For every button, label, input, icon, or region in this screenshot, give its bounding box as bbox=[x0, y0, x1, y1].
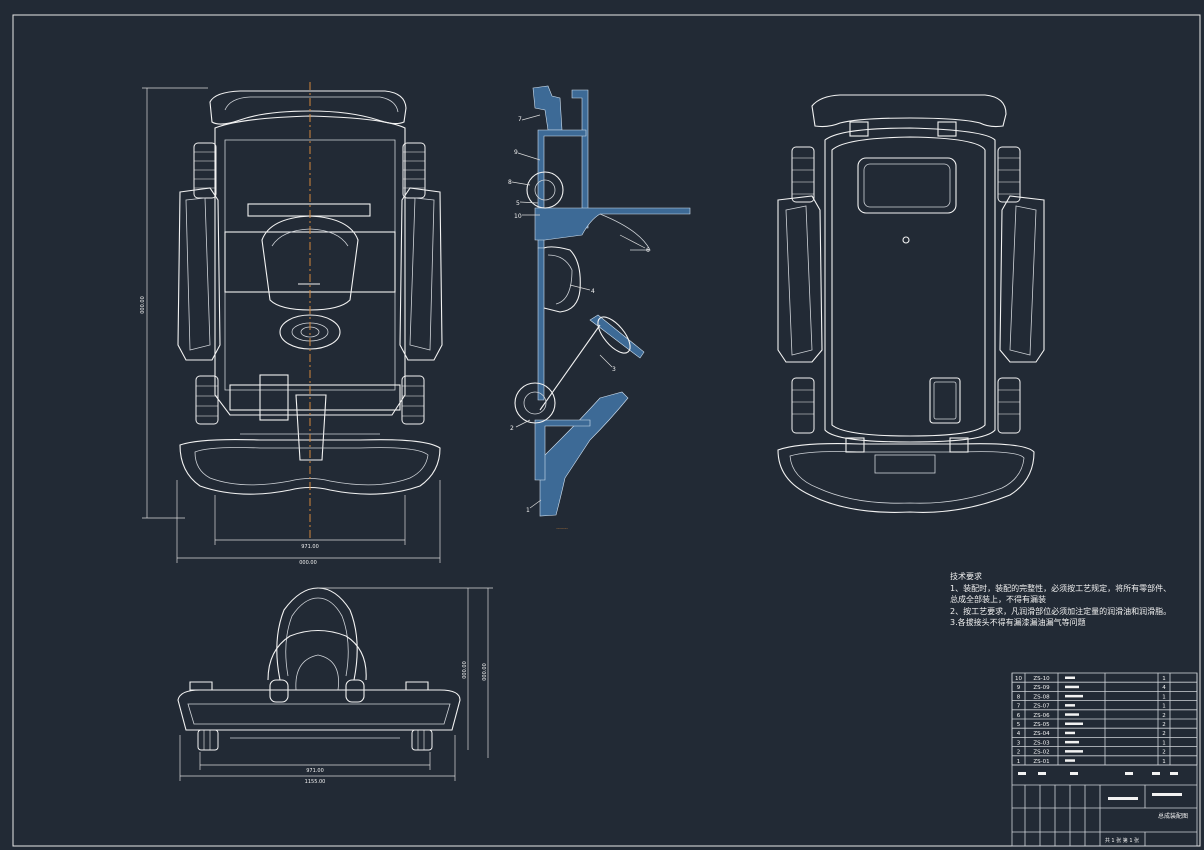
sheet-info: 共 1 张 第 1 张 bbox=[1105, 837, 1139, 844]
dim-front-length: 000.00 bbox=[140, 296, 146, 314]
callout-1: 1 bbox=[526, 507, 530, 514]
dim-bottom-height-b: 000.00 bbox=[482, 663, 488, 681]
callout-4: 4 bbox=[591, 288, 595, 295]
side-view-caption: -------- bbox=[556, 526, 568, 531]
parts-row-qty: 1 bbox=[1162, 759, 1166, 765]
dim-bottom-outer-width: 1155.00 bbox=[305, 779, 326, 785]
parts-row-no: 6 bbox=[1017, 713, 1021, 719]
parts-row-qty: 1 bbox=[1162, 676, 1166, 682]
parts-row-code: ZS-03 bbox=[1033, 740, 1050, 746]
side-view-callouts bbox=[511, 114, 646, 509]
dim-front-inner-width: 971.00 bbox=[301, 544, 319, 550]
rear-right-tyre bbox=[402, 142, 426, 199]
front-right-tyre bbox=[401, 375, 425, 425]
front-elevation bbox=[177, 587, 493, 781]
parts-row-no: 8 bbox=[1017, 694, 1021, 700]
parts-row-code: ZS-06 bbox=[1033, 713, 1050, 719]
parts-row-no: 1 bbox=[1017, 759, 1021, 765]
parts-row-name-redacted bbox=[1065, 694, 1083, 698]
parts-row-code: ZS-07 bbox=[1033, 704, 1050, 710]
parts-row-code: ZS-10 bbox=[1033, 676, 1050, 682]
parts-row-no: 7 bbox=[1017, 704, 1021, 710]
callout-6: 6 bbox=[646, 247, 650, 254]
parts-row-qty: 2 bbox=[1162, 713, 1166, 719]
parts-row-qty: 1 bbox=[1162, 740, 1166, 746]
technical-requirements: 技术要求 1、装配时，装配的完整性，必须按工艺规定，将所有零部件、 总成全部装上… bbox=[950, 571, 1200, 629]
parts-row-no: 5 bbox=[1017, 722, 1021, 728]
parts-row-qty: 2 bbox=[1162, 722, 1166, 728]
parts-row-no: 10 bbox=[1015, 676, 1022, 682]
notes-item: 3.各拔接头不得有漏漆漏油漏气等问题 bbox=[950, 618, 1086, 627]
callout-10: 10 bbox=[514, 213, 522, 220]
dim-front-outer-width: 000.00 bbox=[299, 560, 317, 566]
parts-row-name-redacted bbox=[1065, 722, 1083, 725]
parts-row-code: ZS-01 bbox=[1033, 759, 1049, 765]
callout-3: 3 bbox=[612, 366, 616, 373]
title-block bbox=[1012, 764, 1197, 846]
top-view bbox=[142, 82, 443, 563]
dim-bottom-inner-width: 971.00 bbox=[306, 768, 324, 774]
parts-row-no: 9 bbox=[1017, 685, 1021, 691]
parts-row-code: ZS-05 bbox=[1033, 722, 1050, 728]
parts-row-code: ZS-02 bbox=[1033, 750, 1049, 756]
parts-row-name-redacted bbox=[1065, 704, 1075, 707]
callout-9: 9 bbox=[514, 149, 518, 156]
parts-row-name-redacted bbox=[1065, 759, 1075, 762]
callout-7: 7 bbox=[518, 116, 522, 123]
parts-row-no: 4 bbox=[1017, 731, 1021, 737]
parts-row-name-redacted bbox=[1065, 713, 1079, 716]
parts-row-qty: 1 bbox=[1162, 704, 1166, 710]
underside-view bbox=[777, 94, 1045, 513]
callout-5: 5 bbox=[516, 200, 520, 207]
notes-item: 1、装配时，装配的完整性，必须按工艺规定，将所有零部件、 bbox=[950, 583, 1172, 593]
parts-row-name-redacted bbox=[1065, 731, 1075, 735]
front-left-tyre bbox=[195, 375, 219, 425]
parts-row-no: 3 bbox=[1017, 740, 1021, 746]
parts-row-qty: 2 bbox=[1162, 731, 1166, 737]
notes-heading: 技术要求 bbox=[950, 572, 982, 581]
sheet-border bbox=[12, 14, 1201, 847]
dim-bottom-height-a: 000.00 bbox=[462, 661, 468, 679]
parts-row-code: ZS-08 bbox=[1033, 694, 1050, 700]
parts-row-qty: 4 bbox=[1162, 685, 1166, 691]
notes-item: 2、按工艺要求，凡润滑部位必须加注定量的润滑油和润滑脂。 bbox=[950, 606, 1172, 616]
parts-row-name-redacted bbox=[1065, 676, 1075, 679]
side-view bbox=[514, 85, 691, 517]
parts-row-code: ZS-09 bbox=[1033, 685, 1050, 691]
callout-8: 8 bbox=[508, 179, 512, 186]
parts-row-name-redacted bbox=[1065, 750, 1083, 753]
parts-row-name-redacted bbox=[1065, 740, 1079, 744]
parts-row-qty: 2 bbox=[1162, 750, 1166, 756]
parts-row-name-redacted bbox=[1065, 685, 1079, 689]
parts-row-no: 2 bbox=[1017, 750, 1021, 756]
notes-item: 总成全部装上，不得有漏装 bbox=[950, 595, 1046, 604]
parts-row-code: ZS-04 bbox=[1033, 731, 1050, 737]
parts-row-qty: 1 bbox=[1162, 694, 1166, 700]
drawing-name: 总成装配图 bbox=[1158, 812, 1188, 820]
callout-2: 2 bbox=[510, 425, 514, 432]
